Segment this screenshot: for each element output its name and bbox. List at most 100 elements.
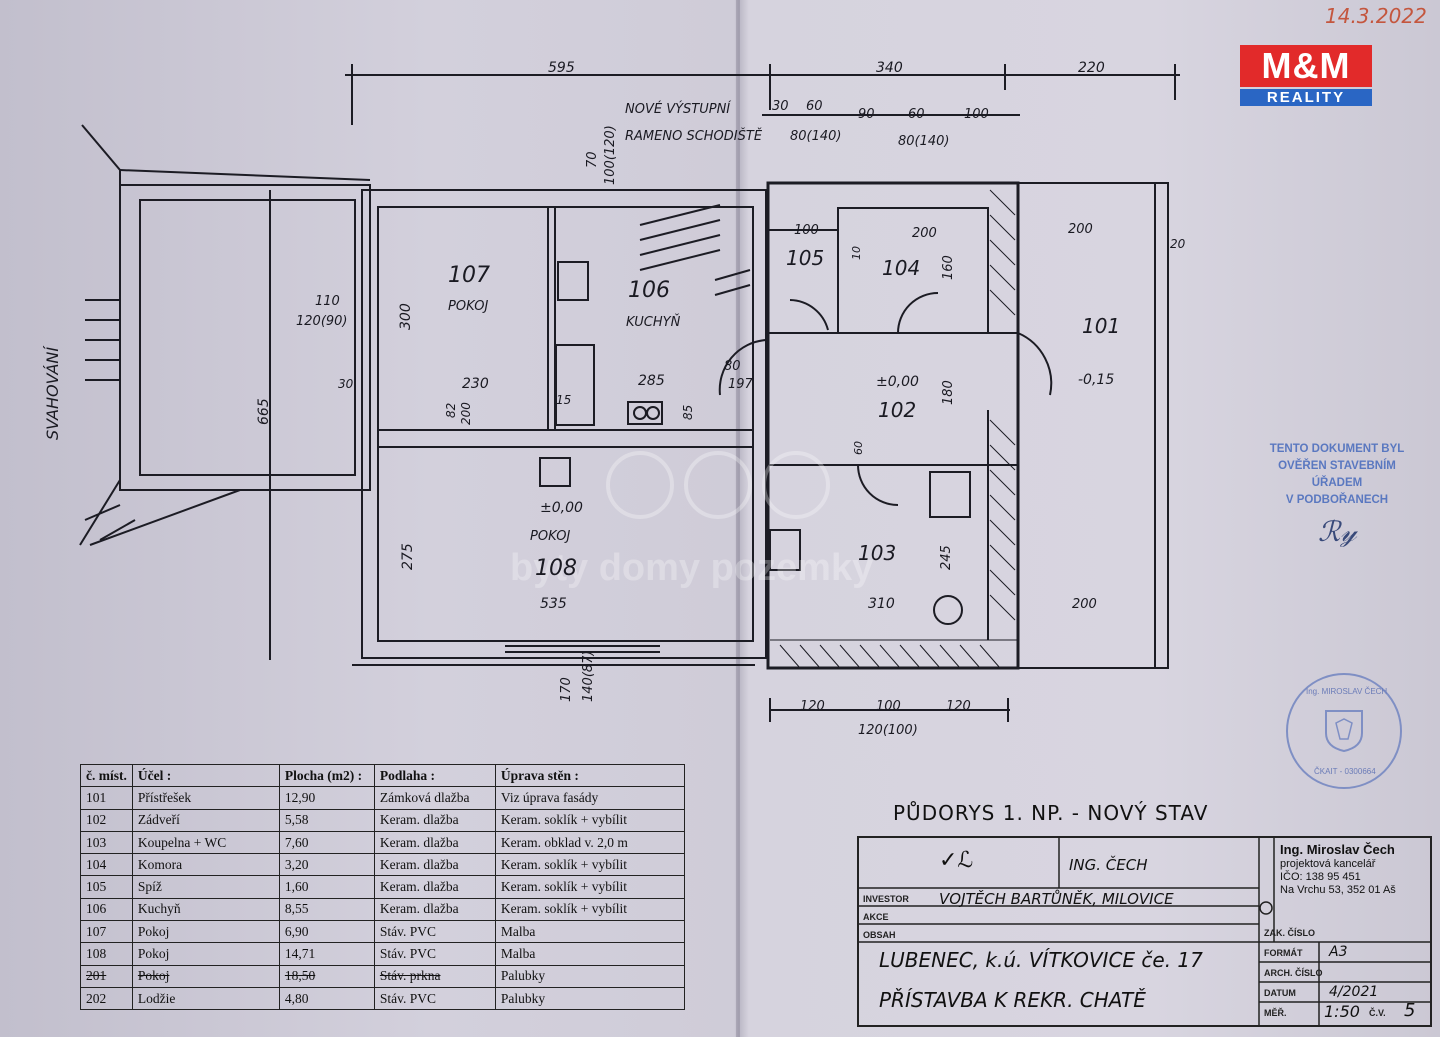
dim-sub-80-140: 80(140) xyxy=(790,129,842,144)
drawing-title: PŮDORYS 1. NP. - NOVÝ STAV xyxy=(893,801,1209,825)
table-cell: 1,60 xyxy=(278,875,375,899)
paper-fold xyxy=(736,0,740,1037)
akce-value: LUBENEC, k.ú. VÍTKOVICE če. 17 xyxy=(879,948,1203,972)
dim-535: 535 xyxy=(540,596,567,612)
room-108-number: 108 xyxy=(535,556,577,581)
slope-label: SVAHOVÁNÍ xyxy=(43,345,62,440)
table-header-cell: č. míst. xyxy=(80,763,133,788)
dim-bottom-120: 120 xyxy=(800,699,825,714)
table-cell: 202 xyxy=(80,986,133,1011)
watermark-text: byty domy pozemky xyxy=(510,547,873,589)
table-cell: 101 xyxy=(80,786,133,810)
table-cell: Pokoj xyxy=(131,920,280,944)
room-106-number: 106 xyxy=(628,278,670,303)
dim-100: 100 xyxy=(794,223,819,238)
table-header-row: č. míst. Účel : Plocha (m2) : Podlaha : … xyxy=(80,763,685,788)
verification-stamp: TENTO DOKUMENT BYL OVĚŘEN STAVEBNÍM ÚŘAD… xyxy=(1252,441,1422,509)
dim-200b: 200 xyxy=(1068,222,1093,237)
table-cell: Zádveří xyxy=(131,808,280,832)
dim-200c: 200 xyxy=(1072,597,1097,612)
table-cell: Zámková dlažba xyxy=(373,786,496,810)
table-cell: Malba xyxy=(494,942,685,966)
table-cell: Keram. dlažba xyxy=(373,875,496,899)
dim-200d: 200 xyxy=(459,402,473,425)
table-cell: Komora xyxy=(131,853,280,877)
office-line-2: IČO: 138 95 451 xyxy=(1280,871,1361,883)
investor-label: INVESTOR xyxy=(863,894,909,904)
dim-82: 82 xyxy=(444,403,458,418)
table-cell: Lodžie xyxy=(131,986,280,1011)
room-102-number: 102 xyxy=(878,398,916,422)
date-label: DATUM xyxy=(1264,988,1296,998)
table-cell: Keram. dlažba xyxy=(373,830,496,855)
stairs-note-2: RAMENO SCHODIŠTĚ xyxy=(625,128,763,144)
room-107-name: POKOJ xyxy=(448,299,488,314)
dim-bottom-120b: 120 xyxy=(946,699,971,714)
table-cell: Stáv. PVC xyxy=(373,942,496,966)
table-cell: Palubky xyxy=(494,964,685,988)
format-label: FORMÁT xyxy=(1264,948,1303,958)
reality-logo: M&M REALITY xyxy=(1240,45,1372,106)
table-cell: 104 xyxy=(80,853,133,877)
signature-scribble: ✓ℒ xyxy=(939,848,974,873)
table-cell: Stáv. PVC xyxy=(373,986,496,1011)
table-cell: Keram. soklík + vybílit xyxy=(494,853,685,877)
dim-sub-100: 100 xyxy=(964,107,989,122)
cv-label: Č.V. xyxy=(1369,1008,1386,1018)
table-cell: Keram. obklad v. 2,0 m xyxy=(494,830,685,855)
arch-label: ARCH. ČÍSLO xyxy=(1264,968,1323,978)
dim-sub-30: 30 xyxy=(772,99,789,114)
obsah-value: PŘÍSTAVBA K REKR. CHATĚ xyxy=(879,988,1146,1012)
dim-15: 15 xyxy=(556,393,571,407)
table-cell: Pokoj xyxy=(131,964,280,988)
investor-value: VOJTĚCH BARTŮNĚK, MILOVICE xyxy=(939,890,1174,908)
dim-100-120: 100(120) xyxy=(603,125,618,185)
coat-of-arms-icon xyxy=(1325,710,1363,753)
format-value: A3 xyxy=(1329,944,1348,960)
dim-110: 110 xyxy=(315,294,340,309)
table-cell: Viz úprava fasády xyxy=(494,786,685,810)
dim-bottom-120-100: 120(100) xyxy=(858,723,918,738)
zak-label: ZAK. ČÍSLO xyxy=(1264,928,1315,938)
dim-10: 10 xyxy=(850,246,863,260)
table-header-cell: Plocha (m2) : xyxy=(278,763,375,788)
table-cell: Koupelna + WC xyxy=(131,830,280,855)
table-cell: 107 xyxy=(80,920,133,944)
table-cell: Keram. dlažba xyxy=(373,853,496,877)
table-cell: Palubky xyxy=(494,986,685,1011)
office-line-1: projektová kancelář xyxy=(1280,858,1376,870)
design-office: Ing. Miroslav Čech projektová kancelář I… xyxy=(1280,843,1396,897)
akce-label: AKCE xyxy=(863,912,889,922)
scale-label: MĚŘ. xyxy=(1264,1008,1287,1018)
rooms-table: č. míst. Účel : Plocha (m2) : Podlaha : … xyxy=(80,763,685,1011)
table-cell: Keram. dlažba xyxy=(373,808,496,832)
dim-197: 197 xyxy=(728,377,754,392)
dim-300: 300 xyxy=(398,303,414,330)
table-header-cell: Úprava stěn : xyxy=(494,763,685,788)
table-cell: Pokoj xyxy=(131,942,280,966)
dim-bottom-100: 100 xyxy=(876,699,901,714)
office-line-3: Na Vrchu 53, 352 01 Aš xyxy=(1280,884,1396,896)
table-cell: Keram. soklík + vybílit xyxy=(494,897,685,922)
dim-245: 245 xyxy=(939,545,954,570)
dim-60: 60 xyxy=(852,441,865,455)
table-cell: Kuchyň xyxy=(131,897,280,922)
round-stamp-text: Ing. MIROSLAV ČECH xyxy=(1306,687,1388,696)
office-name: Ing. Miroslav Čech xyxy=(1280,842,1395,857)
handwritten-date: 14.3.2022 xyxy=(1325,4,1427,28)
level-108: ±0,00 xyxy=(540,500,583,516)
dim-275: 275 xyxy=(400,543,416,570)
obsah-label: OBSAH xyxy=(863,930,896,940)
table-cell: 6,90 xyxy=(278,920,375,944)
room-106-name: KUCHYŇ xyxy=(626,314,681,330)
cv-value: 5 xyxy=(1404,1000,1416,1021)
table-cell: 7,60 xyxy=(278,830,375,855)
stamp-line-3: V PODBOŘANECH xyxy=(1285,494,1389,506)
dim-310: 310 xyxy=(868,596,895,612)
dim-340: 340 xyxy=(876,60,903,76)
